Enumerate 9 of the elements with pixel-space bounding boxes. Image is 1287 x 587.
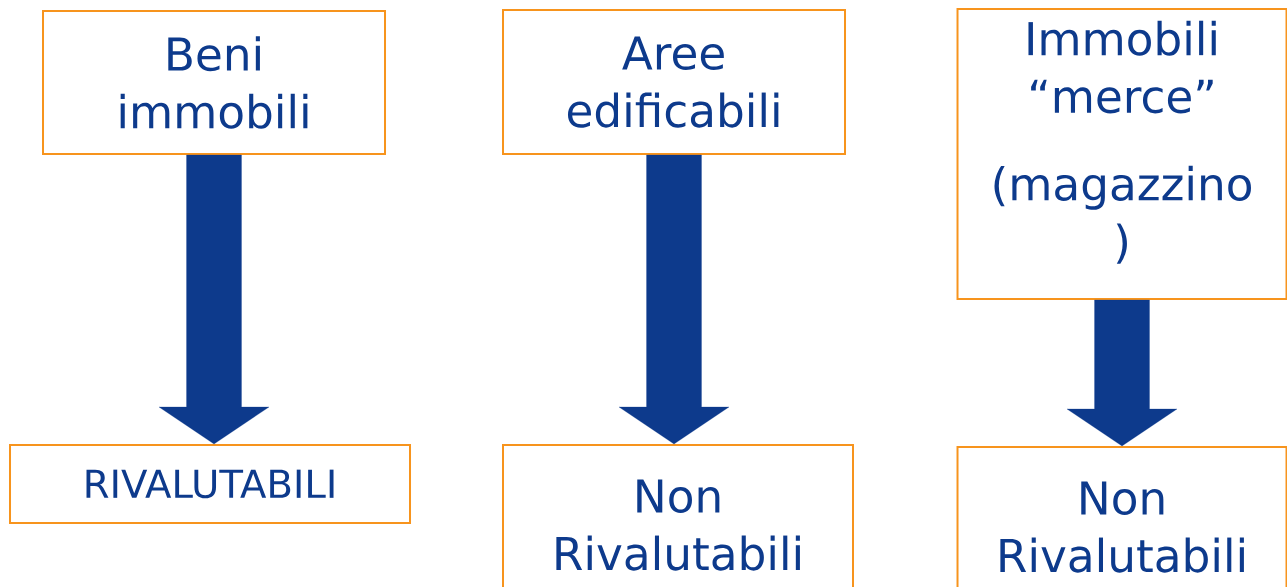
block-arrow [618, 154, 730, 445]
text-box: RIVALUTABILI [9, 444, 411, 524]
block-arrow [158, 154, 270, 445]
text-box: Immobili “merce” (magazzino ) [956, 8, 1287, 300]
text-box: Beni immobili [42, 10, 386, 155]
block-arrow [1066, 299, 1178, 447]
text-box: Non Rivalutabili [956, 446, 1287, 587]
text-box: Aree edificabili [502, 9, 846, 155]
text-box: Non Rivalutabili [502, 444, 854, 587]
